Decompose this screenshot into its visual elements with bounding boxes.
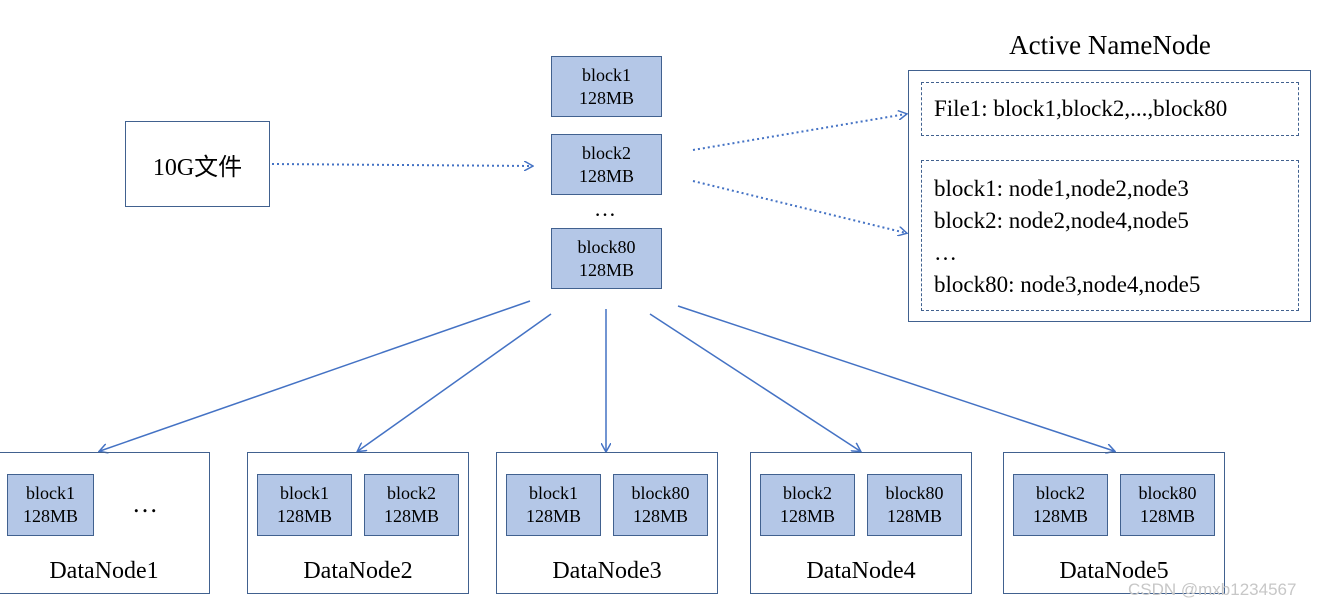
block-size: 128MB	[525, 506, 581, 526]
arrow-to-datanode2	[358, 313, 552, 451]
datanode-block: block80 128MB	[613, 474, 708, 536]
block-name: block2	[582, 142, 631, 163]
arrow-to-datanode5	[677, 305, 1114, 451]
block-mapping-ellipsis: …	[934, 240, 957, 265]
datanode-block: block80 128MB	[867, 474, 962, 536]
split-ellipsis: …	[594, 196, 616, 221]
block-size: 128MB	[383, 506, 439, 526]
block-size: 128MB	[578, 259, 634, 280]
split-block-1: block1 128MB	[551, 56, 662, 117]
datanode-label: DataNode2	[303, 558, 413, 584]
block-name: block1	[280, 483, 329, 503]
blocks-to-file-mapping-arrow	[692, 114, 906, 151]
block-size: 128MB	[22, 506, 78, 526]
namenode-box	[908, 70, 1311, 322]
block-mapping-line: block2: node2,node4,node5	[934, 208, 1189, 233]
block-size: 128MB	[1032, 506, 1088, 526]
datanode-1: block1 128MB … DataNode1	[0, 452, 210, 594]
block-name: block80	[1138, 483, 1197, 503]
datanode-3: block1 128MB block80 128MB DataNode3	[496, 452, 718, 594]
block-size: 128MB	[578, 165, 634, 186]
file-mapping-text: File1: block1,block2,...,block80	[934, 96, 1228, 121]
datanode-block: block2 128MB	[364, 474, 459, 536]
datanode-2: block1 128MB block2 128MB DataNode2	[247, 452, 469, 594]
datanode-block: block2 128MB	[760, 474, 855, 536]
block-name: block1	[26, 483, 75, 503]
block-name: block80	[577, 236, 636, 257]
block-size: 128MB	[886, 506, 942, 526]
split-block-2: block2 128MB	[551, 134, 662, 195]
block-name: block80	[885, 483, 944, 503]
block-name: block2	[783, 483, 832, 503]
file-box-label: 10G文件	[152, 154, 243, 181]
datanode-block: block1 128MB	[7, 474, 94, 536]
block-name: block2	[1036, 483, 1085, 503]
block-size: 128MB	[779, 506, 835, 526]
arrow-to-datanode4	[649, 313, 860, 451]
datanode-block: block1 128MB	[257, 474, 352, 536]
block-name: block80	[631, 483, 690, 503]
block-mapping-box	[921, 160, 1299, 311]
blocks-to-block-mapping-arrow	[692, 180, 906, 233]
datanode-5: block2 128MB block80 128MB DataNode5	[1003, 452, 1225, 594]
namenode-title: Active NameNode	[1009, 30, 1211, 60]
datanode-block: block1 128MB	[506, 474, 601, 536]
block-mapping-line: block1: node1,node2,node3	[934, 176, 1189, 201]
block-name: block1	[529, 483, 578, 503]
file-mapping-box	[921, 82, 1299, 136]
block-size: 128MB	[632, 506, 688, 526]
datanode-label: DataNode1	[49, 558, 159, 584]
arrow-to-datanode1	[100, 300, 531, 451]
file-box: 10G文件	[125, 121, 270, 207]
datanode-block: block2 128MB	[1013, 474, 1108, 536]
watermark: CSDN @mxb1234567	[1128, 580, 1297, 599]
block-name: block1	[582, 64, 631, 85]
datanode-label: DataNode5	[1059, 558, 1169, 584]
split-block-80: block80 128MB	[551, 228, 662, 289]
block-name: block2	[387, 483, 436, 503]
block-size: 128MB	[1139, 506, 1195, 526]
block-size: 128MB	[276, 506, 332, 526]
datanode-label: DataNode4	[806, 558, 916, 584]
datanode-4: block2 128MB block80 128MB DataNode4	[750, 452, 972, 594]
file-to-blocks-arrow	[271, 164, 532, 166]
datanode-label: DataNode3	[552, 558, 662, 584]
datanode-ellipsis: …	[132, 489, 158, 518]
datanode-block: block80 128MB	[1120, 474, 1215, 536]
block-size: 128MB	[578, 87, 634, 108]
block-mapping-line: block80: node3,node4,node5	[934, 272, 1201, 297]
